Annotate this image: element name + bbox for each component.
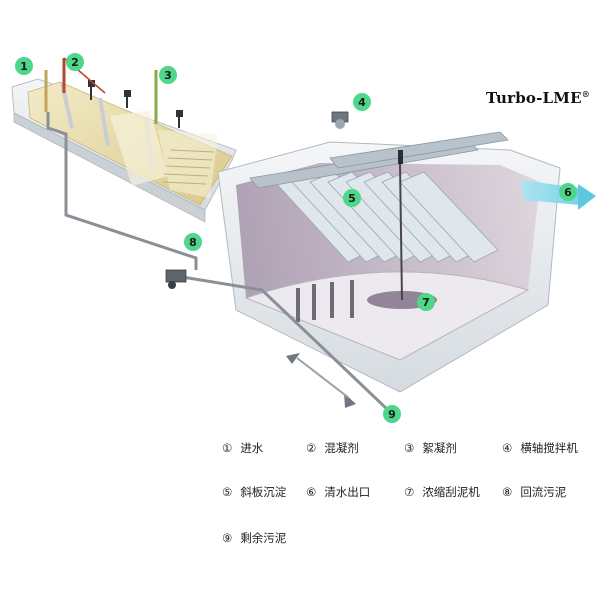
svg-text:1: 1: [20, 60, 28, 73]
legend-label-6: 清水出口: [324, 485, 371, 499]
legend-item-8: ⑧ 回流污泥: [502, 484, 566, 500]
svg-text:3: 3: [164, 69, 172, 82]
legend-num-2: ②: [306, 441, 317, 455]
marker-5: 5: [343, 189, 361, 207]
legend-label-5: 斜板沉淀: [240, 485, 287, 499]
sludge-piping: [46, 112, 390, 412]
legend-num-7: ⑦: [404, 485, 415, 499]
mixing-flocculation-channel: [11, 57, 237, 223]
brand-logo: Turbo-LME®: [486, 89, 590, 107]
legend-label-2: 混凝剂: [324, 441, 359, 455]
svg-text:8: 8: [189, 236, 197, 249]
legend-item-1: ① 进水: [222, 440, 263, 456]
legend-label-1: 进水: [240, 441, 264, 455]
legend-item-6: ⑥ 清水出口: [306, 484, 370, 500]
legend-item-2: ② 混凝剂: [306, 440, 359, 456]
brand-name: Turbo-LME: [486, 89, 582, 107]
legend-num-3: ③: [404, 441, 415, 455]
marker-8: 8: [184, 233, 202, 251]
marker-6: 6: [559, 183, 577, 201]
marker-1: 1: [15, 57, 33, 75]
svg-text:6: 6: [564, 186, 572, 199]
legend-label-4: 横轴搅拌机: [520, 441, 578, 455]
legend-label-7: 浓缩刮泥机: [422, 485, 480, 499]
legend-num-9: ⑨: [222, 531, 233, 545]
svg-text:9: 9: [388, 408, 396, 421]
process-diagram: 1 2 3 4 5 6 7 8 9: [11, 53, 596, 423]
svg-text:7: 7: [422, 296, 430, 309]
legend-label-9: 剩余污泥: [240, 531, 287, 545]
legend-num-6: ⑥: [306, 485, 317, 499]
legend-num-4: ④: [502, 441, 513, 455]
svg-text:4: 4: [358, 96, 366, 109]
brand-mark: ®: [581, 89, 590, 99]
legend-num-1: ①: [222, 441, 233, 455]
legend-num-8: ⑧: [502, 485, 513, 499]
marker-4: 4: [353, 93, 371, 111]
legend-num-5: ⑤: [222, 485, 233, 499]
svg-text:2: 2: [71, 56, 79, 69]
legend-item-9: ⑨ 剩余污泥: [222, 530, 286, 546]
legend-item-7: ⑦ 浓缩刮泥机: [404, 484, 480, 500]
legend-label-3: 絮凝剂: [422, 441, 457, 455]
legend-label-8: 回流污泥: [520, 485, 567, 499]
marker-3: 3: [159, 66, 177, 84]
marker-2: 2: [66, 53, 84, 71]
legend-item-3: ③ 絮凝剂: [404, 440, 457, 456]
marker-7: 7: [417, 293, 435, 311]
marker-9: 9: [383, 405, 401, 423]
legend-item-5: ⑤ 斜板沉淀: [222, 484, 286, 500]
settling-tank: [217, 131, 561, 393]
horizontal-mixer: [331, 111, 349, 129]
svg-text:5: 5: [348, 192, 356, 205]
legend-item-4: ④ 横轴搅拌机: [502, 440, 578, 456]
